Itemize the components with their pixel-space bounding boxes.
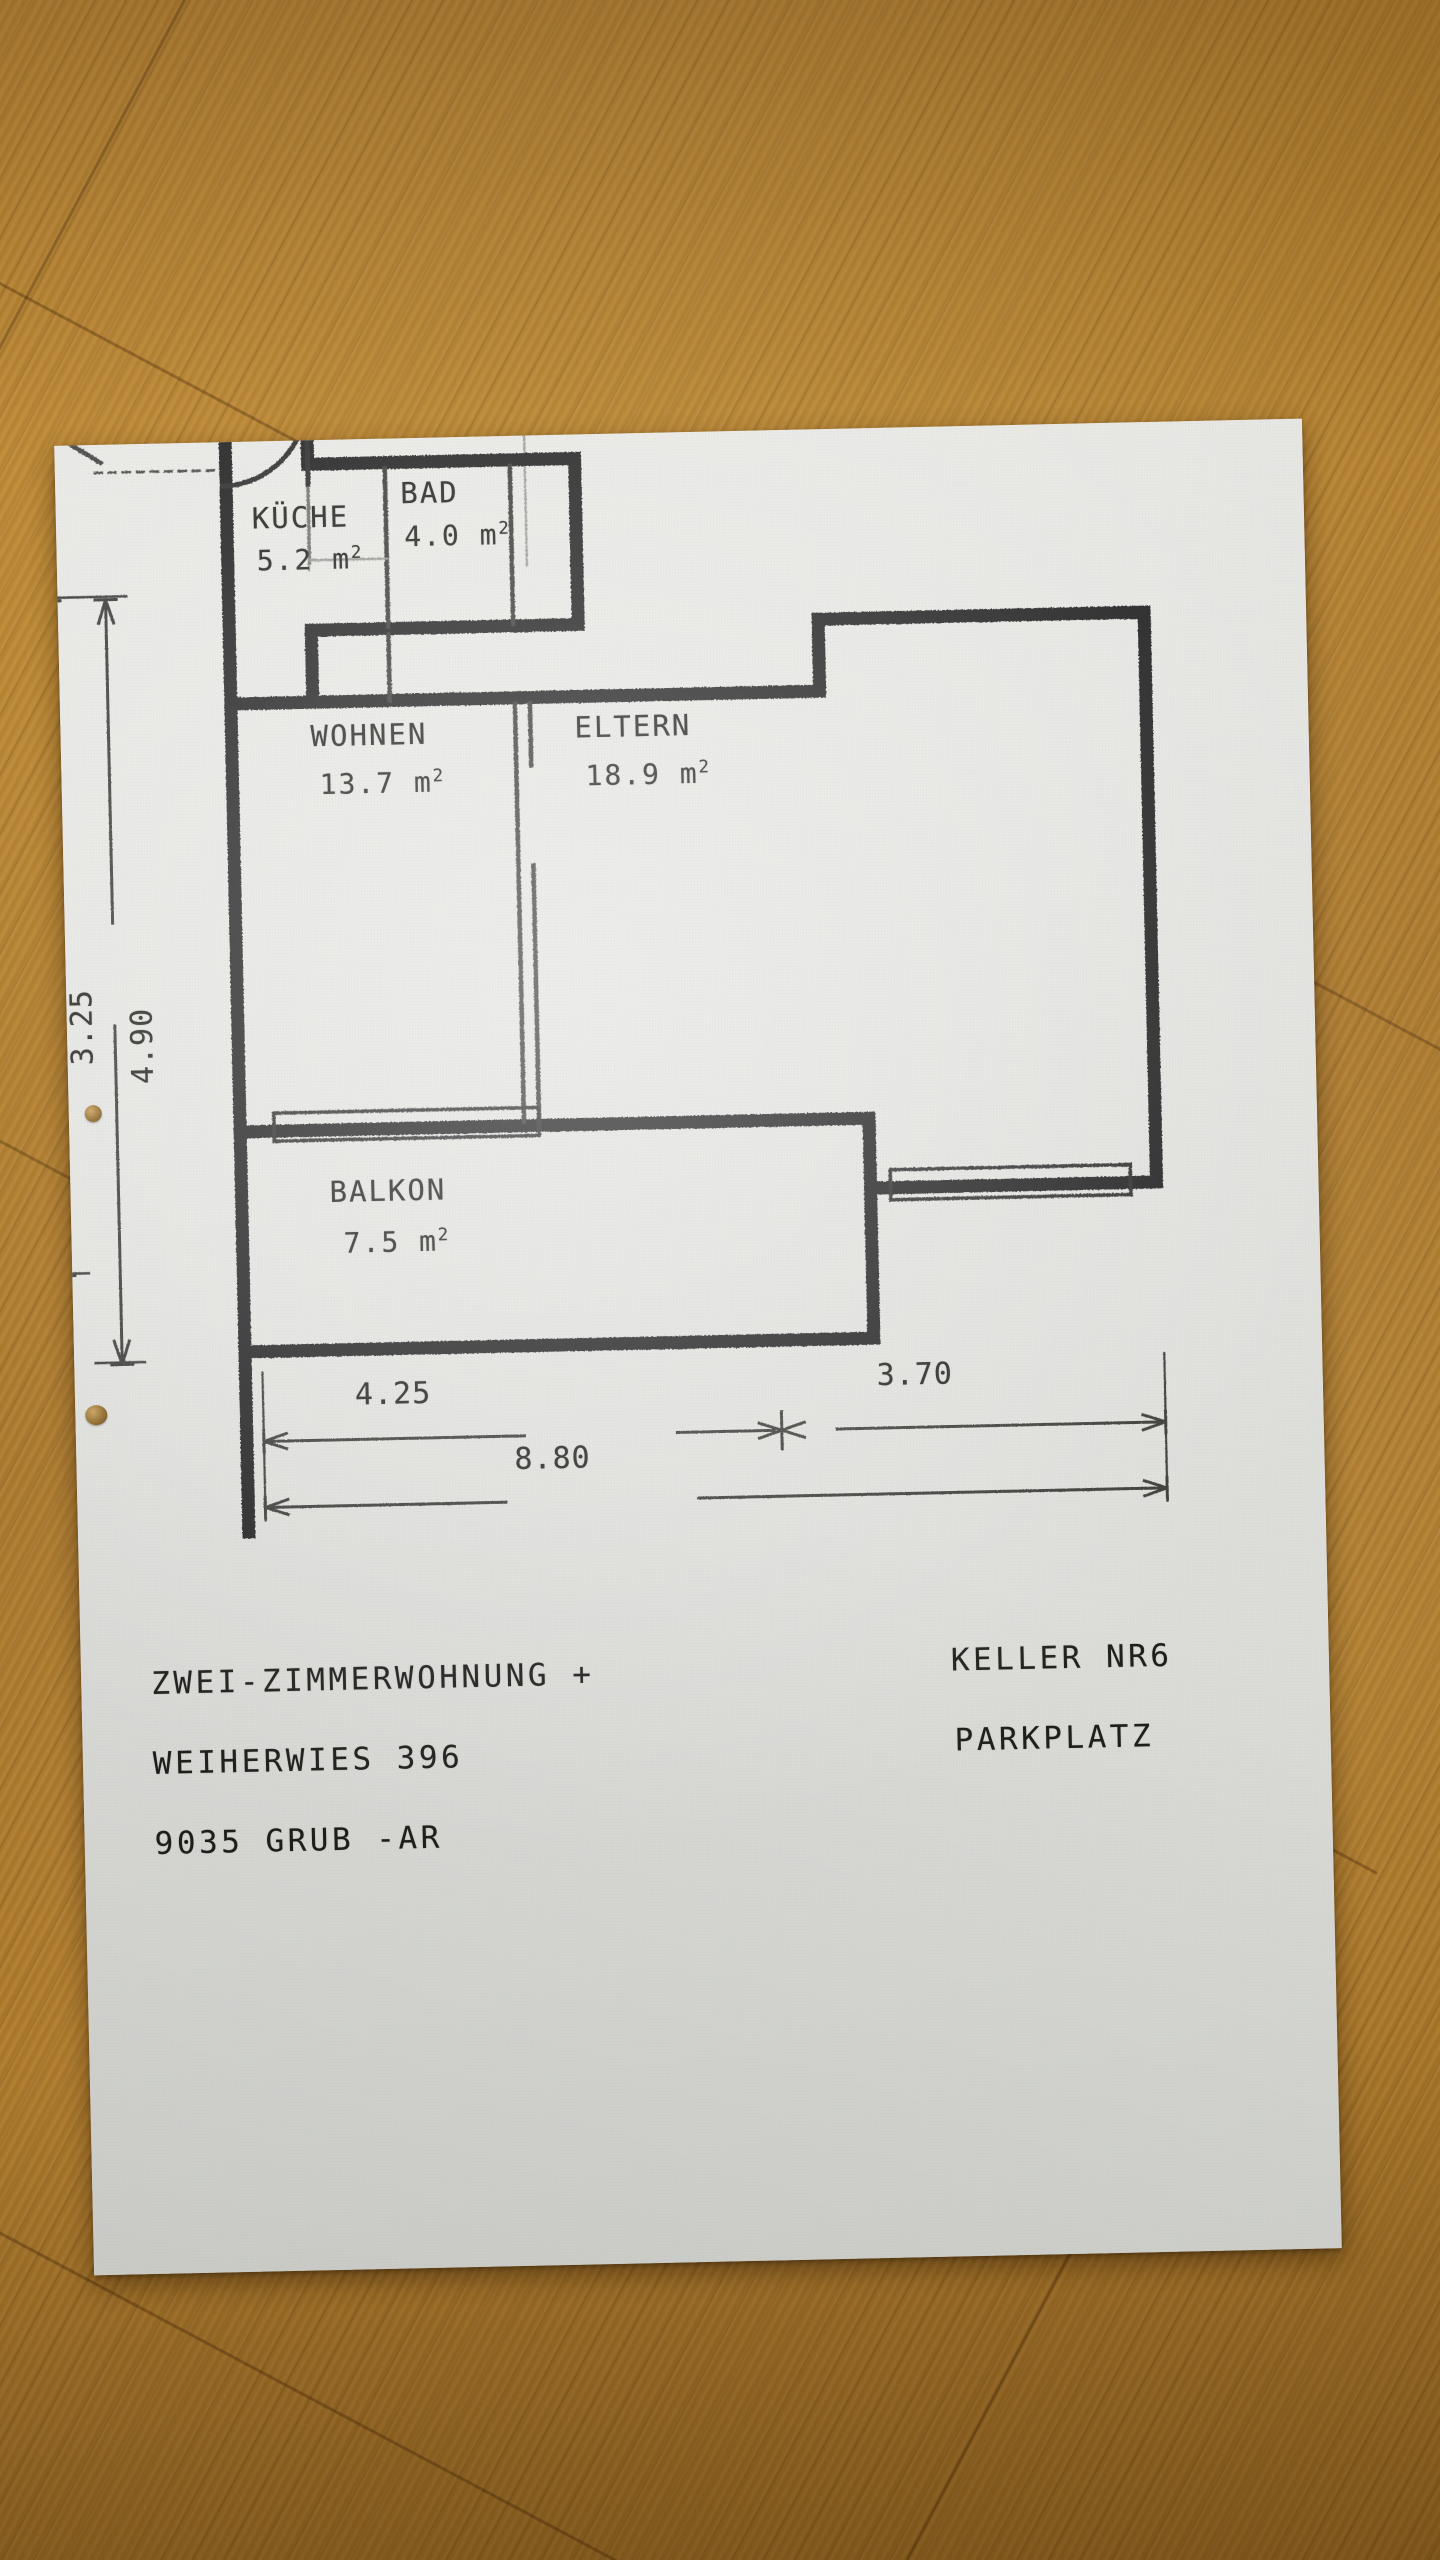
- dimension-horizontal-total: 8.80: [514, 1440, 592, 1478]
- room-label-eltern: ELTERN: [574, 708, 692, 745]
- caption-line3-left: 9035 GRUB -AR: [154, 1819, 444, 1862]
- caption-line1-right: KELLER NR6: [950, 1637, 1173, 1679]
- room-area-bad: 4.0 m2: [403, 518, 512, 554]
- interior-partitions: [308, 463, 542, 1128]
- floor-plan-drawing: [54, 418, 1169, 1539]
- caption-line2-right: PARKPLATZ: [954, 1718, 1155, 1759]
- paper-sheet: KÜCHE 5.2 m2 BAD 4.0 m2 WOHNEN 13.7 m2 E…: [54, 418, 1342, 2276]
- openings: [271, 1105, 1133, 1202]
- dimension-horizontal-right: 3.70: [876, 1356, 954, 1394]
- room-label-wohnen: WOHNEN: [310, 716, 428, 754]
- room-area-wohnen: 13.7 m2: [319, 765, 446, 802]
- room-label-bad: BAD: [399, 475, 460, 511]
- main-walls: [217, 418, 1164, 1539]
- room-label-balkon: BALKON: [329, 1172, 447, 1209]
- room-label-kueche: KÜCHE: [251, 499, 350, 536]
- caption-line2-left: WEIHERWIES 396: [152, 1739, 464, 1782]
- dimension-horizontal-left: 4.25: [354, 1375, 432, 1413]
- room-area-balkon: 7.5 m2: [343, 1224, 451, 1260]
- room-area-eltern: 18.9 m2: [585, 756, 712, 793]
- entrance-door-swing: [220, 418, 311, 489]
- dimension-vertical-outer: 4.90: [124, 1007, 162, 1085]
- dimension-vertical-inner: 3.25: [64, 988, 101, 1066]
- room-area-kueche: 5.2 m2: [256, 542, 364, 578]
